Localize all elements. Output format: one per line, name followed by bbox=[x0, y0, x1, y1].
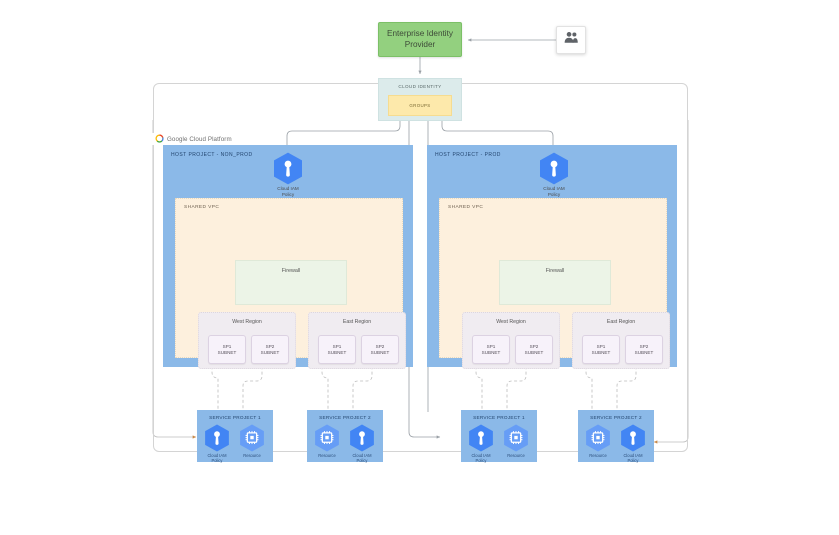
icon-label: Resource bbox=[318, 453, 336, 458]
cloud-iam-policy-icon bbox=[620, 424, 646, 452]
cloud-identity-title: CLOUD IDENTITY bbox=[398, 84, 442, 89]
service-project-resource[interactable]: Resource bbox=[583, 424, 613, 458]
region-title: West Region bbox=[496, 319, 526, 325]
subnet-line2: SUBNET bbox=[370, 349, 390, 355]
identity-provider-label: Enterprise Identity Provider bbox=[387, 29, 453, 49]
region-title: East Region bbox=[606, 319, 636, 325]
region-west-non-prod[interactable]: West Region SP1 SUBNET SP2 SUBNET bbox=[198, 312, 296, 369]
subnet-line1: SP2 bbox=[529, 343, 539, 349]
subnet-line2: SUBNET bbox=[260, 349, 280, 355]
service-project-resource[interactable]: Resource bbox=[312, 424, 342, 458]
subnet-sp1[interactable]: SP1 SUBNET bbox=[472, 335, 510, 364]
resource-chip-icon bbox=[503, 424, 529, 452]
subnet-line2: SUBNET bbox=[481, 349, 501, 355]
host-iam-policy-prod[interactable]: Cloud IAM Policy bbox=[534, 152, 574, 197]
service-project-non-prod-1[interactable]: SERVICE PROJECT 1 Cloud IAM Policy bbox=[197, 410, 273, 463]
service-project-title: SERVICE PROJECT 1 bbox=[473, 415, 525, 420]
subnet-sp2[interactable]: SP2 SUBNET bbox=[625, 335, 663, 364]
service-project-prod-2[interactable]: SERVICE PROJECT 2 Resource bbox=[578, 410, 654, 463]
shared-vpc-title: SHARED VPC bbox=[448, 205, 484, 210]
region-east-prod[interactable]: East Region SP1 SUBNET SP2 SUBNET bbox=[572, 312, 670, 369]
subnet-line2: SUBNET bbox=[217, 349, 237, 355]
subnet-line2: SUBNET bbox=[524, 349, 544, 355]
subnet-sp1[interactable]: SP1 SUBNET bbox=[582, 335, 620, 364]
resource-chip-icon bbox=[314, 424, 340, 452]
service-project-resource[interactable]: Resource bbox=[237, 424, 267, 458]
enterprise-identity-provider[interactable]: Enterprise Identity Provider bbox=[378, 22, 462, 57]
host-project-title: HOST PROJECT - NON_PROD bbox=[171, 152, 253, 158]
subnet-sp2[interactable]: SP2 SUBNET bbox=[251, 335, 289, 364]
icon-label: Cloud IAM Policy bbox=[623, 453, 643, 464]
cloud-identity-panel[interactable]: CLOUD IDENTITY GROUPS bbox=[378, 78, 462, 121]
gcp-platform-text: Google Cloud Platform bbox=[167, 135, 232, 143]
subnet-line1: SP1 bbox=[222, 343, 232, 349]
subnet-line2: SUBNET bbox=[327, 349, 347, 355]
service-project-iam[interactable]: Cloud IAM Policy bbox=[347, 424, 377, 463]
icon-label: Cloud IAM Policy bbox=[471, 453, 491, 464]
firewall-label: Firewall bbox=[545, 268, 565, 274]
cloud-iam-policy-icon bbox=[539, 152, 569, 185]
host-iam-label: Cloud IAM Policy bbox=[543, 186, 565, 197]
resource-chip-icon bbox=[585, 424, 611, 452]
service-project-title: SERVICE PROJECT 2 bbox=[590, 415, 642, 420]
users-card[interactable] bbox=[556, 26, 586, 54]
icon-label: Cloud IAM Policy bbox=[207, 453, 227, 464]
service-project-resource[interactable]: Resource bbox=[501, 424, 531, 458]
region-east-non-prod[interactable]: East Region SP1 SUBNET SP2 SUBNET bbox=[308, 312, 406, 369]
subnet-line1: SP2 bbox=[265, 343, 275, 349]
subnet-sp2[interactable]: SP2 SUBNET bbox=[361, 335, 399, 364]
region-title: West Region bbox=[232, 319, 262, 325]
subnet-sp2[interactable]: SP2 SUBNET bbox=[515, 335, 553, 364]
region-title: East Region bbox=[342, 319, 372, 325]
firewall-prod[interactable]: Firewall bbox=[499, 260, 611, 305]
subnet-line1: SP1 bbox=[332, 343, 342, 349]
cloud-iam-policy-icon bbox=[349, 424, 375, 452]
subnet-line1: SP2 bbox=[639, 343, 649, 349]
subnet-line2: SUBNET bbox=[634, 349, 654, 355]
service-project-iam[interactable]: Cloud IAM Policy bbox=[466, 424, 496, 463]
cloud-iam-policy-icon bbox=[468, 424, 494, 452]
icon-label: Cloud IAM Policy bbox=[352, 453, 372, 464]
subnet-line1: SP1 bbox=[486, 343, 496, 349]
subnet-line1: SP2 bbox=[375, 343, 385, 349]
resource-chip-icon bbox=[239, 424, 265, 452]
gcp-platform-label: Google Cloud Platform bbox=[152, 133, 235, 145]
subnet-line1: SP1 bbox=[596, 343, 606, 349]
firewall-non-prod[interactable]: Firewall bbox=[235, 260, 347, 305]
shared-vpc-title: SHARED VPC bbox=[184, 205, 220, 210]
subnet-sp1[interactable]: SP1 SUBNET bbox=[208, 335, 246, 364]
subnet-line2: SUBNET bbox=[591, 349, 611, 355]
service-project-title: SERVICE PROJECT 1 bbox=[209, 415, 261, 420]
cloud-iam-policy-icon bbox=[273, 152, 303, 185]
groups-box[interactable]: GROUPS bbox=[388, 95, 452, 116]
subnet-sp1[interactable]: SP1 SUBNET bbox=[318, 335, 356, 364]
host-iam-label: Cloud IAM Policy bbox=[277, 186, 299, 197]
icon-label: Resource bbox=[507, 453, 525, 458]
icon-label: Resource bbox=[589, 453, 607, 458]
icon-label: Resource bbox=[243, 453, 261, 458]
firewall-label: Firewall bbox=[281, 268, 301, 274]
service-project-prod-1[interactable]: SERVICE PROJECT 1 Cloud IAM Policy bbox=[461, 410, 537, 463]
shared-vpc-non-prod[interactable]: SHARED VPC Firewall West Region SP1 SUBN… bbox=[175, 198, 406, 369]
users-icon bbox=[563, 31, 579, 49]
cloud-iam-policy-icon bbox=[204, 424, 230, 452]
region-west-prod[interactable]: West Region SP1 SUBNET SP2 SUBNET bbox=[462, 312, 560, 369]
shared-vpc-prod[interactable]: SHARED VPC Firewall West Region SP1 SUBN… bbox=[439, 198, 670, 369]
service-project-iam[interactable]: Cloud IAM Policy bbox=[618, 424, 648, 463]
service-project-iam[interactable]: Cloud IAM Policy bbox=[202, 424, 232, 463]
google-cloud-logo-icon bbox=[155, 130, 164, 148]
service-project-non-prod-2[interactable]: SERVICE PROJECT 2 Resource bbox=[307, 410, 383, 463]
service-project-title: SERVICE PROJECT 2 bbox=[319, 415, 371, 420]
host-iam-policy-non-prod[interactable]: Cloud IAM Policy bbox=[268, 152, 308, 197]
host-project-title: HOST PROJECT - PROD bbox=[435, 152, 501, 158]
